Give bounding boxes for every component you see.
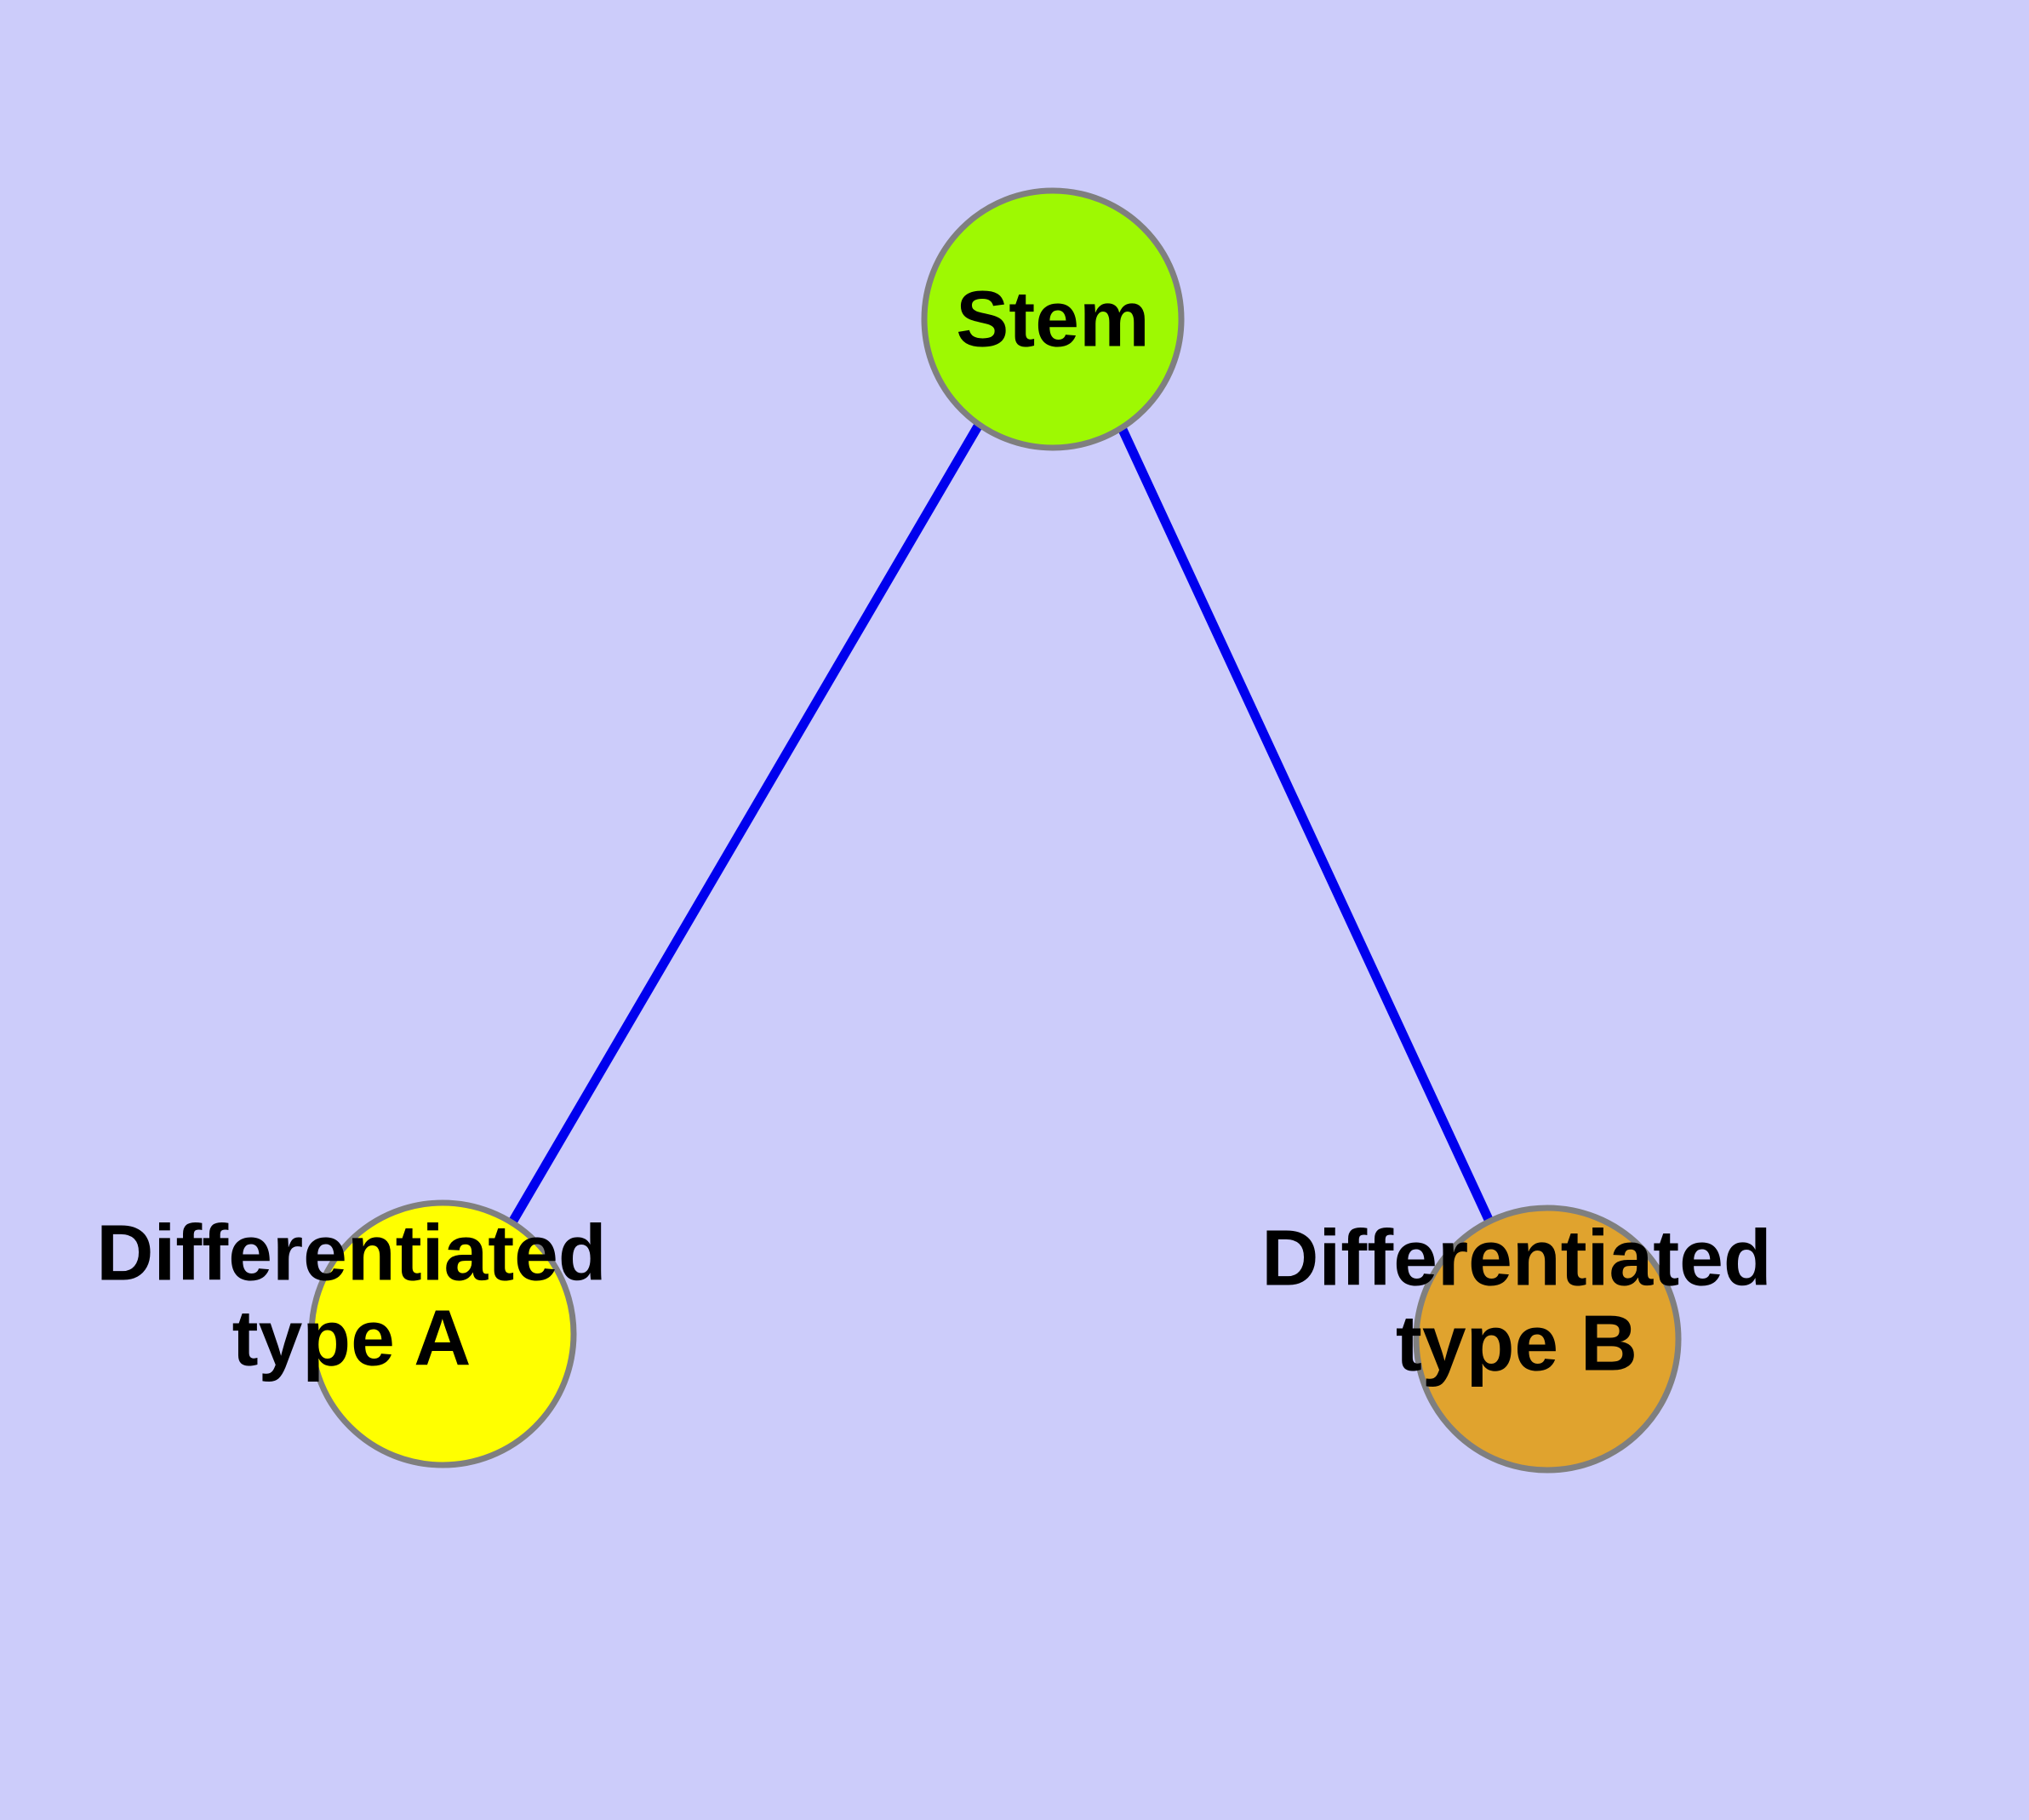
nodes-layer: [308, 187, 1682, 1474]
node-label-line: Differentiated: [1261, 1214, 1771, 1302]
graph-node-diff-b[interactable]: [1413, 1205, 1682, 1474]
graph-node-diff-a[interactable]: [308, 1199, 577, 1468]
graph-node-stem[interactable]: [921, 187, 1185, 451]
graph-edge-stem-to-diff-b[interactable]: [1115, 420, 1495, 1228]
node-label-line: type A: [232, 1294, 472, 1382]
node-label-line: Differentiated: [96, 1209, 606, 1297]
node-label-line: type B: [1396, 1299, 1637, 1388]
graph-edge-stem-to-diff-a[interactable]: [509, 422, 983, 1223]
edges-layer: [509, 420, 1495, 1228]
node-label-stem: Stem: [956, 275, 1149, 363]
node-label-line: Stem: [956, 275, 1149, 363]
